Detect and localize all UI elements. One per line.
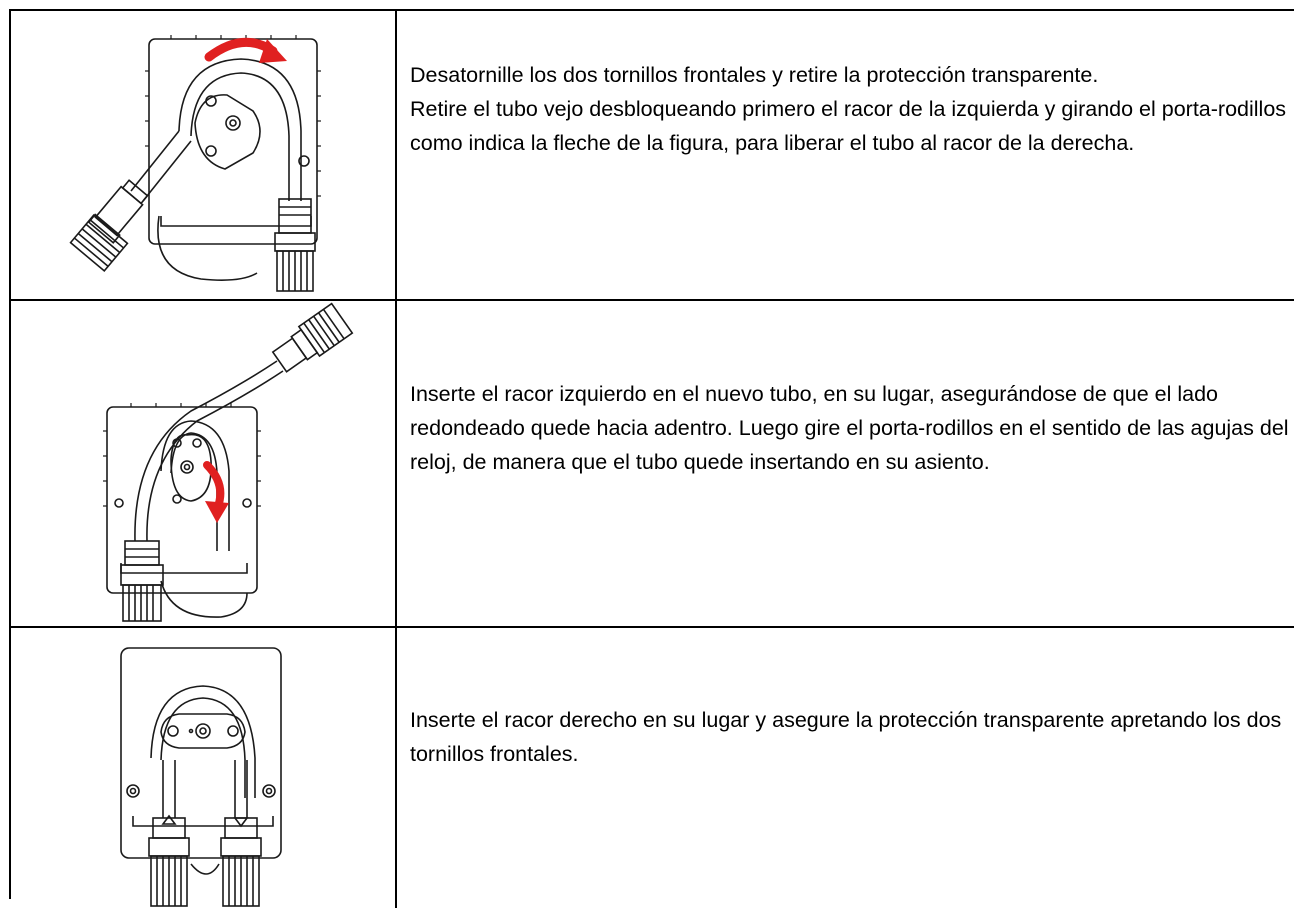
pump-open-arrow-icon	[69, 35, 321, 292]
table-row: Inserte el racor izquierdo en el nuevo t…	[11, 301, 1294, 628]
pump-insert-tube-arrow-icon	[103, 302, 354, 622]
step-1-paragraph-2: Retire el tubo vejo desbloqueando primer…	[410, 97, 1287, 155]
step-text: Desatornille los dos tornillos frontales…	[397, 58, 1294, 160]
step-3-paragraph-1: Inserte el racor derecho en su lugar y a…	[410, 708, 1282, 766]
table-row: Inserte el racor derecho en su lugar y a…	[11, 628, 1294, 908]
instructions-table: Desatornille los dos tornillos frontales…	[9, 9, 1294, 908]
step-text: Inserte el racor izquierdo en el nuevo t…	[397, 377, 1294, 479]
step-1-paragraph-1: Desatornille los dos tornillos frontales…	[410, 63, 1099, 87]
figure-cell	[11, 301, 395, 626]
figure-cell	[11, 11, 395, 299]
column-divider	[395, 628, 397, 908]
step-text: Inserte el racor derecho en su lugar y a…	[397, 703, 1294, 771]
pump-closed-icon	[120, 647, 282, 907]
column-divider	[395, 11, 397, 299]
figure-cell	[11, 628, 395, 908]
column-divider	[395, 301, 397, 626]
table-row: Desatornille los dos tornillos frontales…	[11, 11, 1294, 301]
step-2-paragraph-1: Inserte el racor izquierdo en el nuevo t…	[410, 382, 1289, 474]
